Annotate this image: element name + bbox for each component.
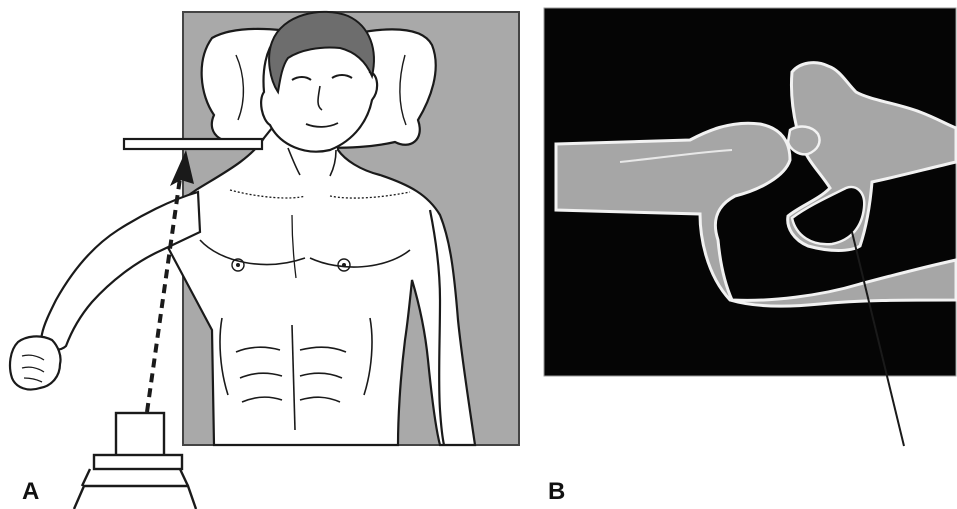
panel-b-radiograph [544,8,956,376]
panel-a-illustration [10,12,519,509]
panel-label-a: A [22,478,39,506]
film-cassette [124,139,262,149]
coracoid-process [788,127,820,155]
xray-tube [74,413,196,509]
panel-label-b: B [548,478,565,506]
patient-fist [10,336,61,389]
